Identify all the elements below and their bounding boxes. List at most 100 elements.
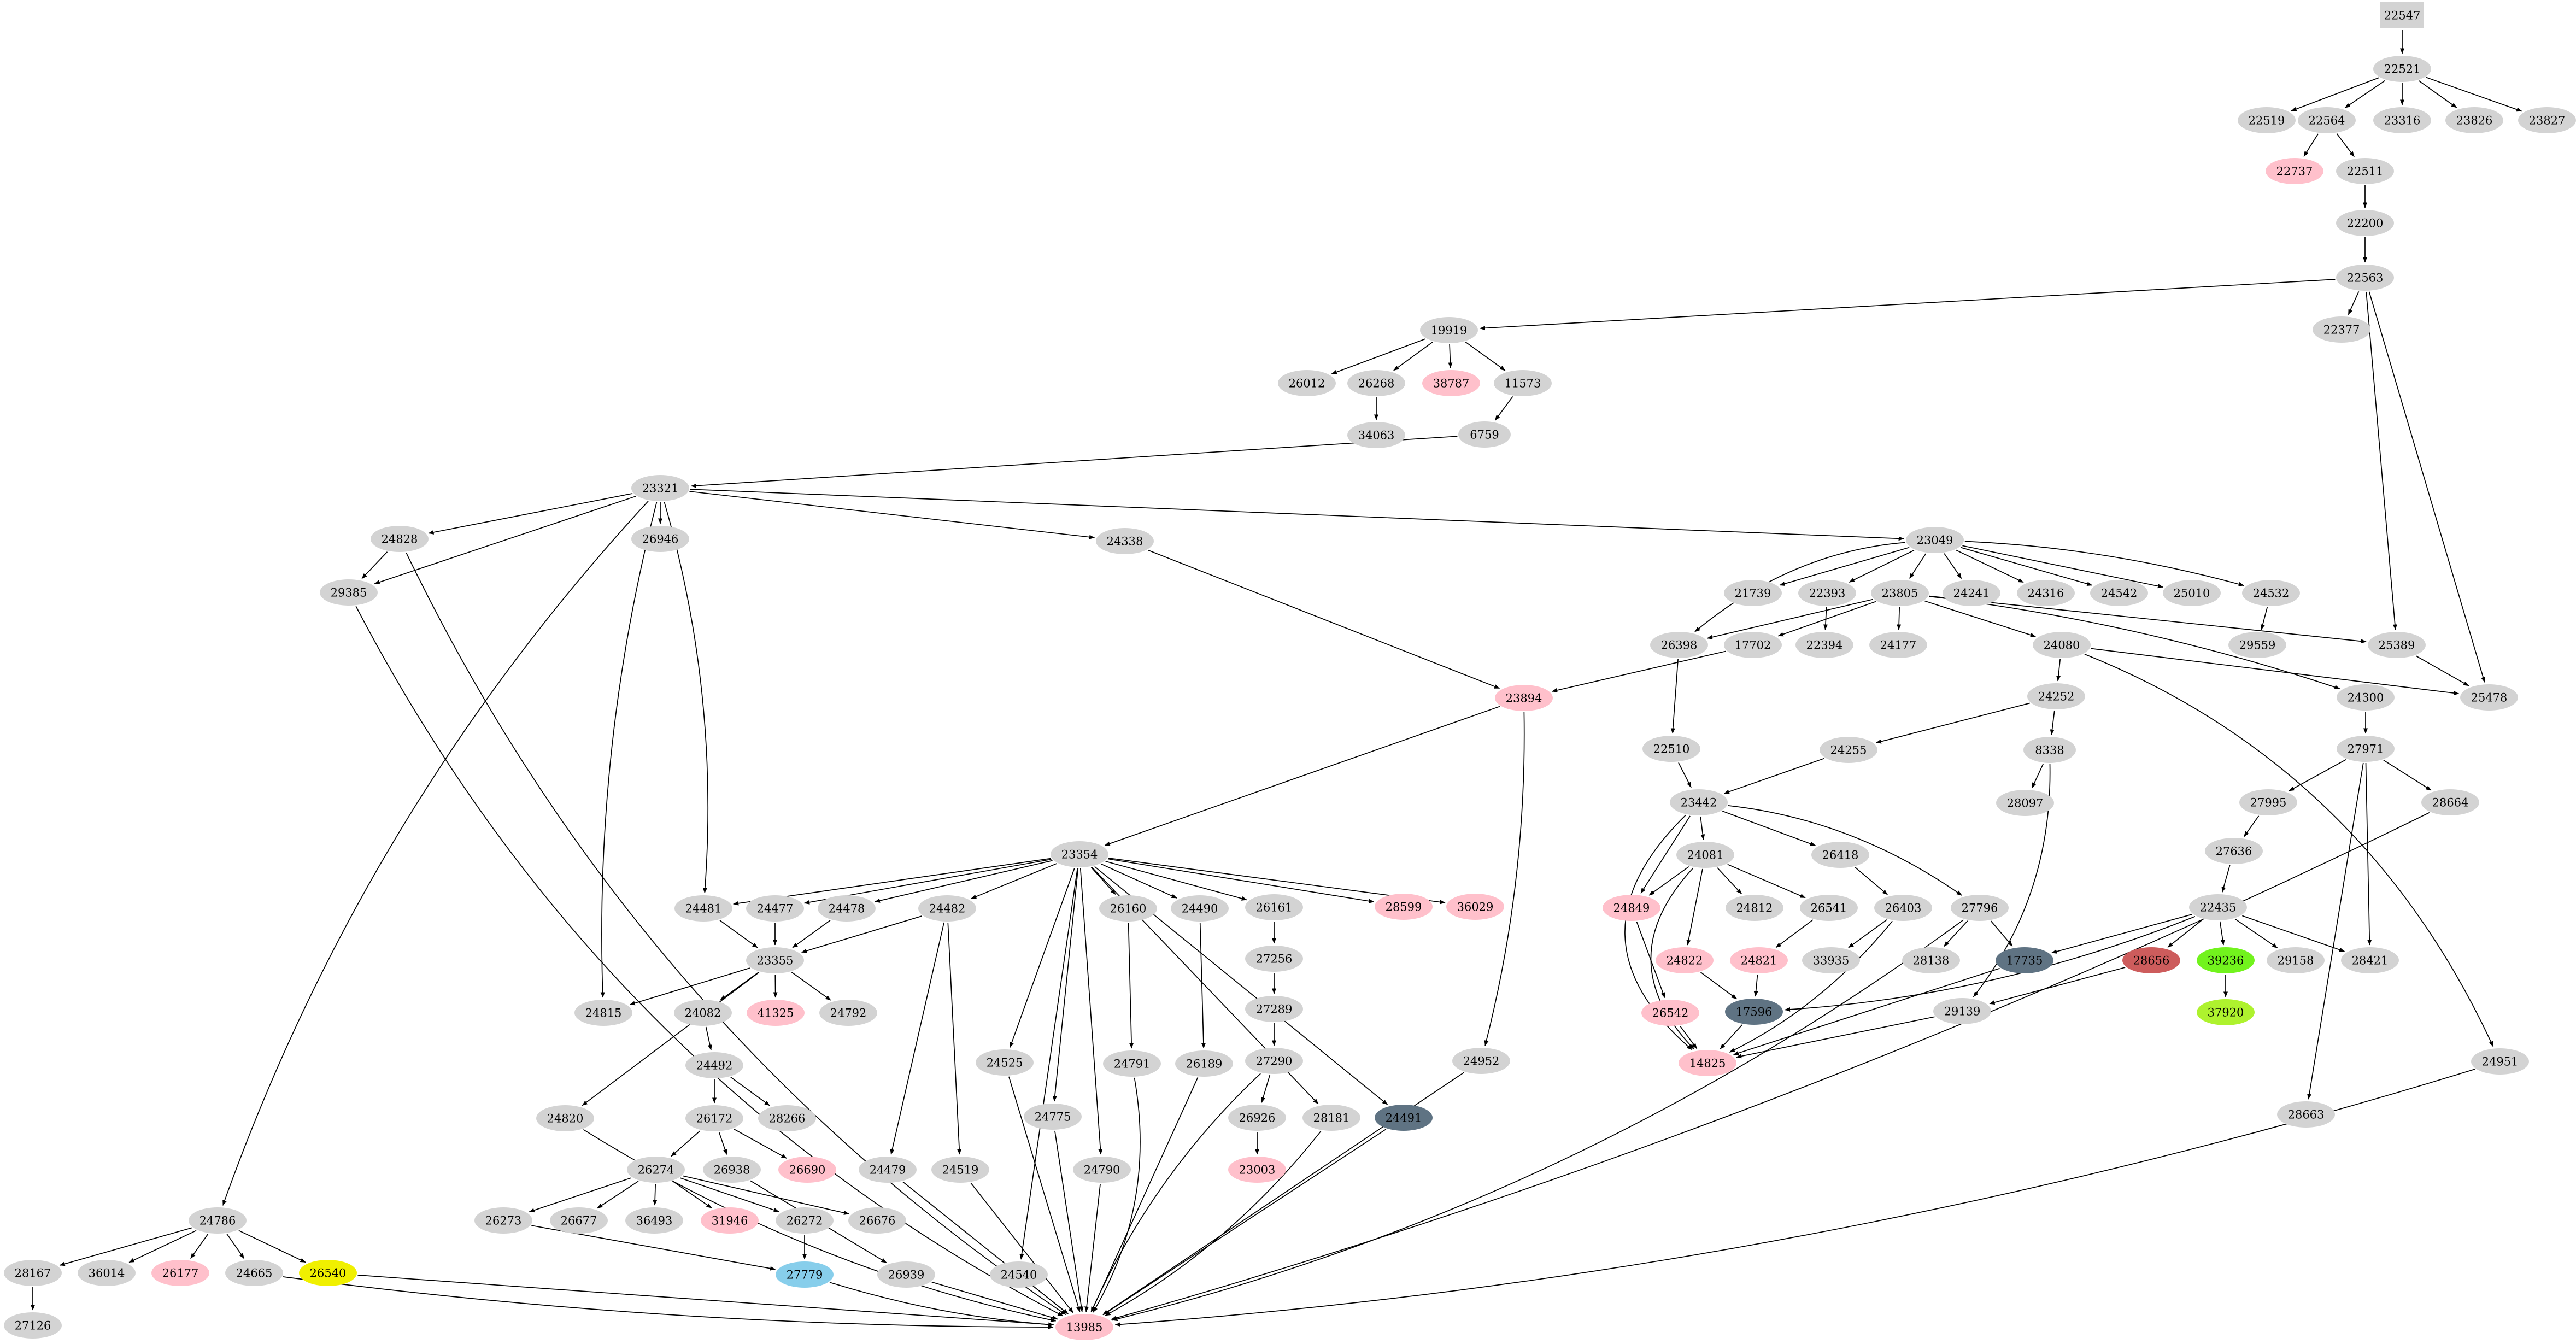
- node-ellipse-shape: [2336, 210, 2394, 236]
- edge-23894-24952: [1484, 712, 1525, 1046]
- graph-node-14825: 14825: [1679, 1050, 1736, 1076]
- node-ellipse-shape: [1902, 947, 1960, 973]
- graph-node-24665: 24665: [225, 1260, 283, 1286]
- node-ellipse-shape: [818, 895, 876, 922]
- edge-23049-25010: [1962, 545, 2163, 589]
- edge-23049-24542: [1960, 547, 2093, 586]
- node-ellipse-shape: [1375, 894, 1433, 920]
- graph-node-23316: 23316: [2373, 107, 2431, 133]
- edge-24791-13985: [1093, 1077, 1141, 1313]
- edge-23049-24241: [1944, 553, 1962, 579]
- node-label: 26418: [1822, 849, 1859, 862]
- edge-27971-28421: [2365, 762, 2372, 946]
- node-label: 24951: [2482, 1055, 2519, 1069]
- node-ellipse-shape: [1820, 737, 1877, 763]
- graph-node-24177: 24177: [1869, 632, 1927, 658]
- edge-24080-24252: [2056, 659, 2061, 682]
- node-label: 23894: [1506, 692, 1542, 705]
- node-ellipse-shape: [1996, 790, 2054, 816]
- edge-17702-23894: [1552, 650, 1726, 692]
- edge-24490-26189: [1199, 922, 1206, 1049]
- edge-23321-24815: [600, 502, 658, 998]
- edge-23355-24815: [629, 967, 750, 1006]
- edge-17735-14825: [1733, 967, 2000, 1055]
- node-label: 23354: [1061, 848, 1098, 861]
- graph-node-24492: 24492: [685, 1052, 743, 1078]
- graph-node-24338: 24338: [1096, 528, 1154, 554]
- node-ellipse-shape: [1422, 370, 1480, 396]
- graph-node-26012: 26012: [1278, 370, 1336, 396]
- edge-29385-13985: [355, 606, 1064, 1317]
- node-ellipse-shape: [625, 1207, 683, 1234]
- node-label: 24775: [1035, 1111, 1071, 1124]
- node-label: 23826: [2456, 114, 2493, 127]
- edge-25389-25478: [2415, 655, 2469, 686]
- graph-node-27779: 27779: [776, 1261, 834, 1288]
- node-label: 21739: [1735, 587, 1771, 600]
- node-label: 26398: [1661, 639, 1698, 652]
- graph-node-23355: 23355: [746, 947, 804, 973]
- graph-node-28664: 28664: [2421, 789, 2479, 815]
- edge-22435-28421: [2242, 915, 2345, 952]
- graph-node-24525: 24525: [976, 1049, 1034, 1076]
- graph-node-24481: 24481: [674, 895, 732, 922]
- edge-24478-23355: [792, 920, 831, 948]
- node-label: 28138: [1913, 954, 1950, 967]
- graph-node-26926: 26926: [1228, 1105, 1286, 1131]
- edge-27995-27636: [2244, 815, 2260, 837]
- graph-node-24252: 24252: [2027, 683, 2085, 709]
- edges-layer: [31, 30, 2522, 1330]
- node-ellipse-shape: [1278, 370, 1336, 396]
- node-label: 26677: [561, 1214, 597, 1228]
- graph-node-24786: 24786: [189, 1207, 247, 1234]
- graph-node-26177: 26177: [151, 1260, 209, 1286]
- edge-26172-26938: [718, 1132, 727, 1155]
- node-ellipse-shape: [2242, 580, 2300, 606]
- graph-node-36029: 36029: [1446, 894, 1504, 920]
- node-ellipse-shape: [1375, 1105, 1433, 1131]
- node-ellipse-shape: [2205, 838, 2263, 864]
- edge-23354-28599: [1107, 858, 1375, 903]
- graph-node-24080: 24080: [2033, 632, 2091, 658]
- node-label: 27636: [2216, 845, 2252, 858]
- node-ellipse-shape: [2518, 107, 2576, 133]
- node-ellipse-shape: [2027, 683, 2085, 709]
- graph-node-24540: 24540: [990, 1261, 1048, 1288]
- node-label: 22521: [2384, 63, 2421, 76]
- node-label: 28421: [2352, 954, 2389, 967]
- node-label: 17596: [1736, 1006, 1773, 1019]
- node-ellipse-shape: [1726, 895, 1783, 921]
- node-ellipse-shape: [674, 1000, 732, 1026]
- node-ellipse-shape: [2421, 789, 2479, 815]
- graph-node-8338: 8338: [2023, 737, 2076, 763]
- node-label: 28167: [15, 1267, 51, 1280]
- node-ellipse-shape: [1943, 580, 2000, 606]
- node-ellipse-shape: [1055, 1314, 1113, 1340]
- node-label: 22563: [2347, 272, 2384, 285]
- edge-24081-24849: [1648, 866, 1689, 896]
- edge-26542-14825: [1680, 1025, 1698, 1049]
- edge-26274-26273: [529, 1177, 632, 1213]
- edge-22435-17735: [2051, 914, 2192, 954]
- graph-node-26398: 26398: [1650, 632, 1708, 658]
- node-label: 29385: [331, 586, 367, 600]
- node-ellipse-shape: [2189, 894, 2247, 920]
- edge-26403-33935: [1848, 919, 1887, 948]
- edge-22564-22737: [2303, 133, 2319, 157]
- graph-node-24081: 24081: [1676, 842, 1734, 868]
- node-label: 24255: [1830, 744, 1867, 757]
- edge-24828-13985: [406, 552, 1066, 1316]
- node-label: 38787: [1433, 377, 1470, 390]
- edge-24081-24822: [1686, 868, 1703, 946]
- node-ellipse-shape: [2337, 684, 2395, 711]
- node-ellipse-shape: [1798, 580, 1856, 606]
- node-ellipse-shape: [320, 579, 378, 606]
- node-label: 24820: [547, 1112, 584, 1125]
- edge-24525-13985: [1008, 1076, 1081, 1312]
- edge-27290-26926: [1261, 1075, 1271, 1103]
- node-ellipse-shape: [1730, 947, 1788, 973]
- node-ellipse-shape: [2341, 947, 2399, 973]
- node-label: 39236: [2208, 954, 2244, 967]
- node-label: 24177: [1880, 639, 1917, 652]
- edge-17596-14825: [1720, 1024, 1743, 1049]
